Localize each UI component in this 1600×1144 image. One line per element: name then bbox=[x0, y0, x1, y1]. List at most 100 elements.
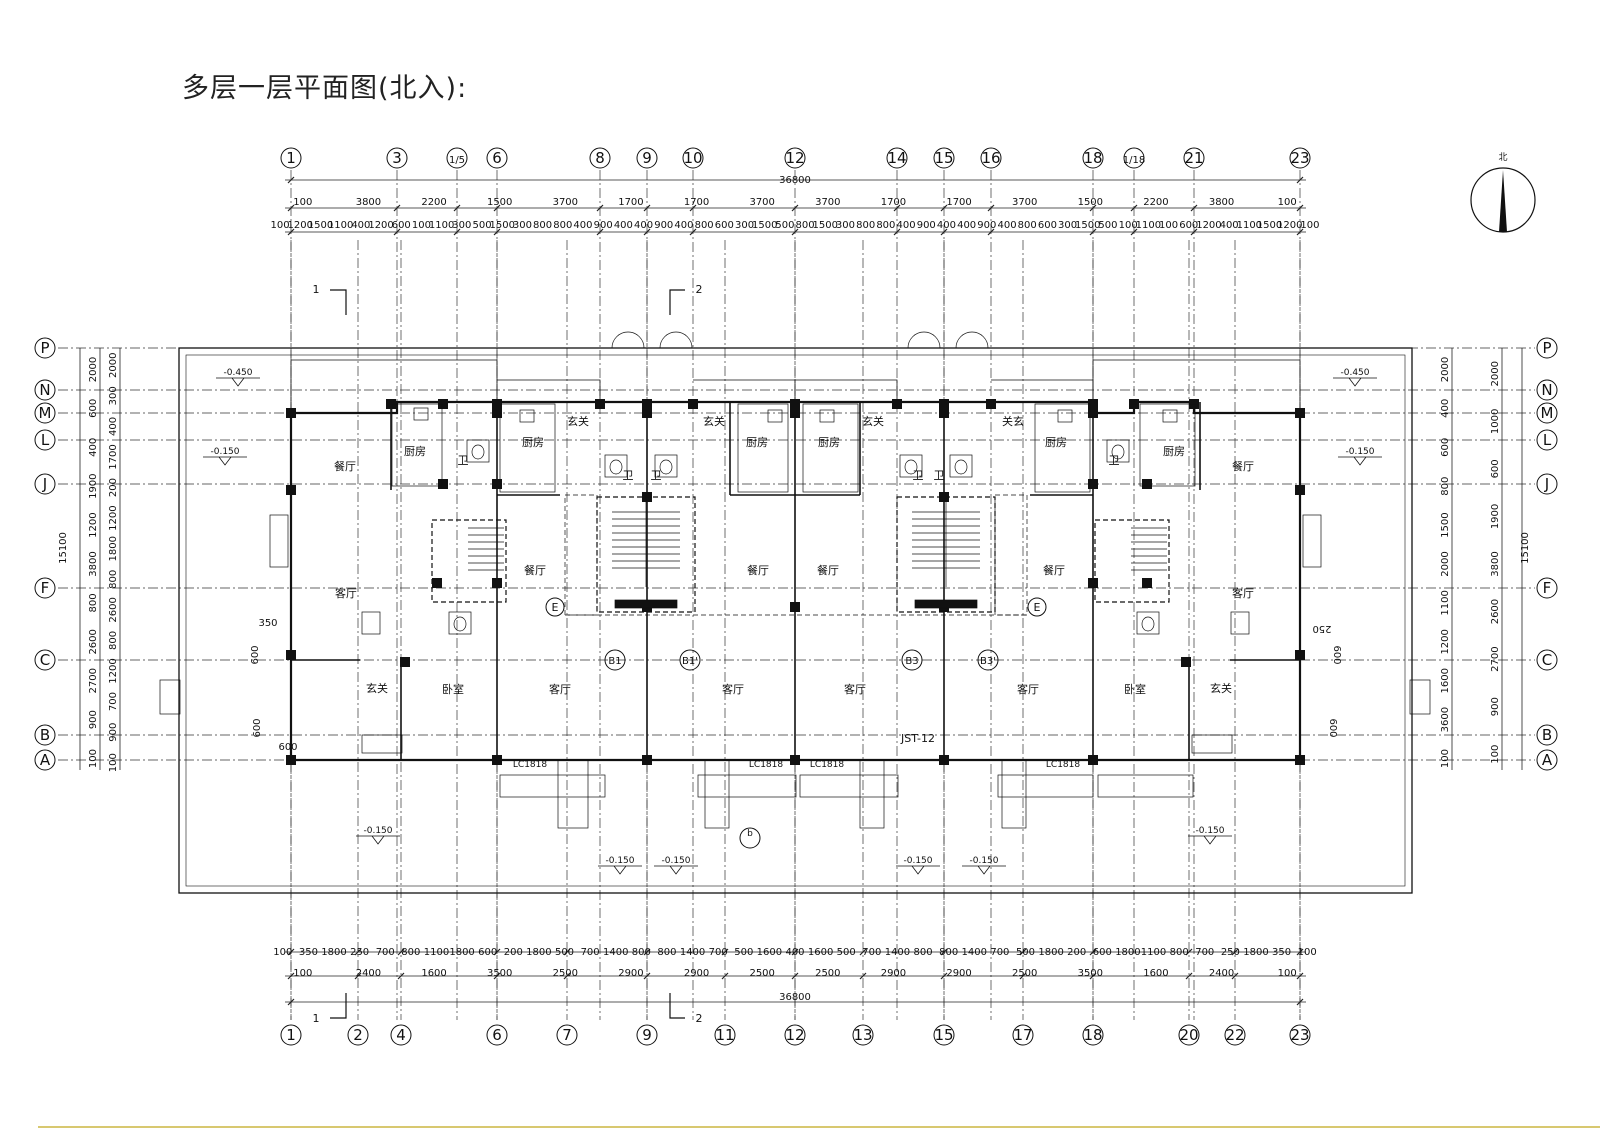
dim-bottom-row2: 1600 bbox=[1143, 968, 1168, 979]
column bbox=[790, 602, 800, 612]
dim-top-row1: 2200 bbox=[421, 197, 446, 208]
dim-top-row2: 300 bbox=[1058, 220, 1077, 231]
dim-top-row2: 100 bbox=[1300, 220, 1319, 231]
dim-left-inner: 200 bbox=[108, 478, 119, 497]
dim-bottom-row1: 800 bbox=[939, 947, 958, 958]
unit-tag: B3' bbox=[980, 656, 996, 667]
room-label: 卧室 bbox=[1124, 682, 1146, 696]
north-arrow-needle bbox=[1499, 170, 1507, 232]
sink bbox=[1057, 409, 1073, 423]
axis-label-small: E bbox=[1034, 601, 1041, 614]
dim-bottom-row2: 2500 bbox=[815, 968, 840, 979]
bay-window bbox=[269, 514, 289, 568]
column bbox=[1088, 479, 1098, 489]
dim-bottom-row1: 600 bbox=[478, 947, 497, 958]
dim-top-row2: 500 bbox=[472, 220, 491, 231]
dim-top-row1: 3700 bbox=[1012, 197, 1037, 208]
dim-right-outer: 100 bbox=[1490, 745, 1501, 764]
axis-label-small: E bbox=[552, 601, 559, 614]
dim-right-outer: 1000 bbox=[1490, 409, 1501, 434]
dim-right-inner: 2000 bbox=[1440, 357, 1451, 382]
axis-label-row: F bbox=[1543, 579, 1552, 597]
dim-top-row2: 300 bbox=[452, 220, 471, 231]
kitchen-room bbox=[737, 403, 789, 493]
room-labels: 餐厅餐厅餐厅餐厅餐厅餐厅厨房厨房厨房厨房厨房厨房玄关玄关玄关关玄玄关玄关卫卫卫卫… bbox=[334, 414, 1254, 696]
dim-tick bbox=[1296, 204, 1304, 212]
dim-left-inner: 2000 bbox=[108, 353, 119, 378]
room-label: 玄关 bbox=[1210, 681, 1232, 695]
axis-label-top: 12 bbox=[785, 149, 804, 167]
dim-top-row2: 500 bbox=[1098, 220, 1117, 231]
axis-label-row: J bbox=[42, 475, 47, 493]
type-label: JST-12 bbox=[900, 732, 935, 745]
dim-tick bbox=[493, 228, 501, 236]
window-bay bbox=[697, 774, 797, 798]
room-label: 餐厅 bbox=[747, 563, 769, 577]
dim-top-row2: 900 bbox=[917, 220, 936, 231]
axis-label-row: B bbox=[1542, 726, 1552, 744]
column bbox=[986, 399, 996, 409]
column bbox=[790, 755, 800, 765]
dim-top-row2: 900 bbox=[594, 220, 613, 231]
elevation-label: -0.150 bbox=[363, 826, 392, 836]
dim-tick bbox=[1089, 228, 1097, 236]
dim-tick bbox=[689, 204, 697, 212]
dim-top-row2: 400 bbox=[573, 220, 592, 231]
axis-bubble bbox=[1536, 429, 1558, 451]
dim-top-row1: 100 bbox=[1278, 197, 1297, 208]
axis-bubble bbox=[347, 1024, 369, 1046]
toilet-bowl bbox=[659, 459, 673, 475]
axis-bubble bbox=[34, 402, 56, 424]
dim-tick bbox=[791, 204, 799, 212]
axis-label-row: J bbox=[1544, 475, 1549, 493]
axis-bubble bbox=[1536, 749, 1558, 771]
dim-note: 600 bbox=[1327, 718, 1338, 737]
axis-bubble-small bbox=[545, 597, 565, 617]
toilet-bowl bbox=[1111, 444, 1125, 460]
dim-tick bbox=[893, 204, 901, 212]
dim-right-inner: 600 bbox=[1440, 438, 1451, 457]
room-label: 餐厅 bbox=[334, 459, 356, 473]
dim-right-inner: 3600 bbox=[1440, 707, 1451, 732]
dim-top-row2: 100 bbox=[1119, 220, 1138, 231]
dim-top-row2: 300 bbox=[836, 220, 855, 231]
toilet-bowl bbox=[609, 459, 623, 475]
axis-label-top: 21 bbox=[1184, 149, 1203, 167]
dim-top-row2: 100 bbox=[412, 220, 431, 231]
elevation-marker bbox=[962, 865, 1006, 875]
axis-label-bottom: 17 bbox=[1013, 1026, 1032, 1044]
dim-tick bbox=[859, 948, 867, 956]
axis-label-top: 8 bbox=[595, 149, 605, 167]
axis-bubble bbox=[1082, 147, 1104, 169]
column bbox=[286, 755, 296, 765]
axis-label-top: 9 bbox=[642, 149, 652, 167]
dim-bottom-row1: 1800 bbox=[1115, 947, 1140, 958]
detail-callout bbox=[739, 827, 761, 849]
elevation-marker bbox=[356, 835, 400, 845]
dim-tick bbox=[1185, 948, 1193, 956]
dim-top-row1: 100 bbox=[293, 197, 312, 208]
dim-top-row1: 3700 bbox=[815, 197, 840, 208]
dim-note: 600 bbox=[252, 718, 263, 737]
room-label: 玄关 bbox=[567, 414, 589, 428]
side-entry bbox=[159, 679, 181, 715]
unit-tag: B1' bbox=[682, 656, 698, 667]
toilet bbox=[1106, 439, 1130, 463]
dim-tick bbox=[791, 972, 799, 980]
column bbox=[1088, 399, 1098, 409]
dim-tick bbox=[940, 228, 948, 236]
dim-bottom-row1: 1100 bbox=[424, 947, 449, 958]
axis-bubble bbox=[34, 649, 56, 671]
toilet bbox=[1136, 611, 1160, 635]
dim-left-inner: 100 bbox=[108, 753, 119, 772]
dim-tick bbox=[393, 228, 401, 236]
dim-top-row1: 1700 bbox=[684, 197, 709, 208]
axis-label-row: C bbox=[40, 651, 50, 669]
dim-bottom-row1: 1400 bbox=[885, 947, 910, 958]
dim-top-row2: 1500 bbox=[1075, 220, 1100, 231]
axis-bubble bbox=[1289, 1024, 1311, 1046]
dim-tick bbox=[354, 948, 362, 956]
column bbox=[1129, 399, 1139, 409]
axis-label-bottom: 23 bbox=[1290, 1026, 1309, 1044]
